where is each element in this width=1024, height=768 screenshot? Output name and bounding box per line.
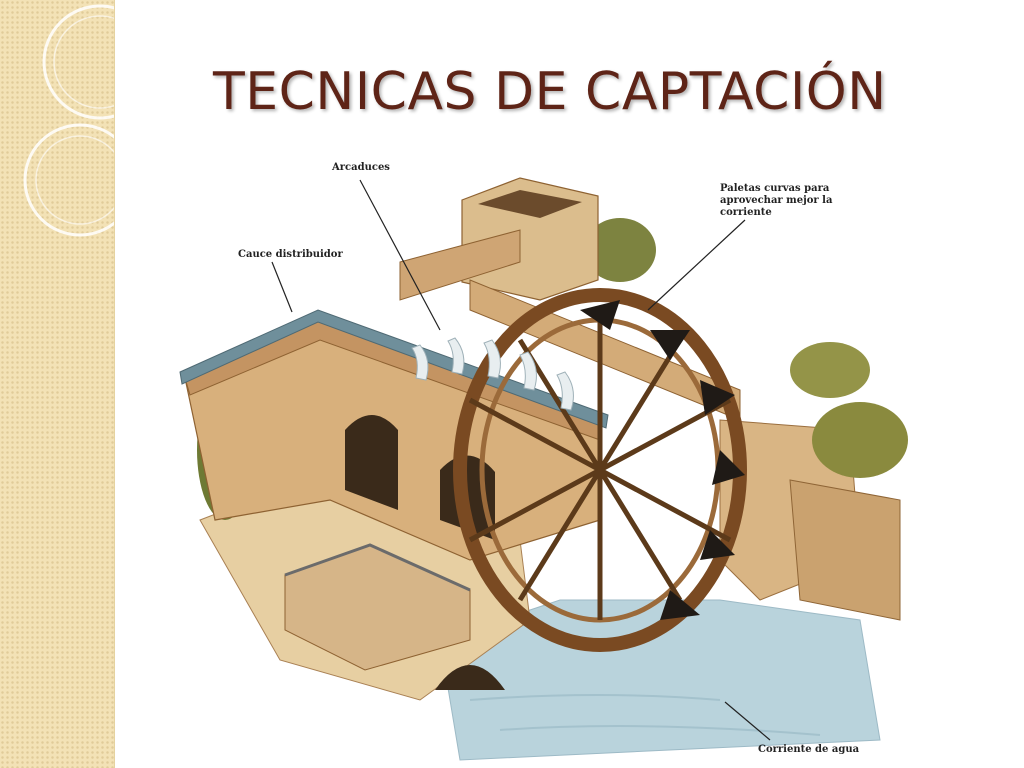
- leader-corriente: [724, 701, 771, 741]
- water-wheel: [411, 288, 747, 652]
- label-paletas-line-1: Paletas curvas para: [720, 183, 830, 194]
- label-paletas-line-2: aprovechar mejor la: [720, 195, 833, 206]
- leader-cauce: [271, 261, 293, 313]
- bush-right: [812, 402, 908, 478]
- leader-paletas: [647, 219, 746, 311]
- label-paletas-curvas: Paletas curvas para aprovechar mejor la …: [720, 183, 832, 219]
- slide-title: TECNICAS DE CAPTACIÓN: [213, 62, 887, 122]
- leader-arcaduces: [359, 179, 441, 331]
- label-cauce-distribuidor: Cauce distribuidor: [238, 249, 343, 260]
- decorative-sidebar: [0, 0, 115, 768]
- label-corriente-de-agua: Corriente de agua: [758, 744, 860, 755]
- distributor-channel: [179, 309, 609, 429]
- arch-1: [345, 415, 398, 510]
- label-arcaduces: Arcaduces: [332, 162, 390, 173]
- label-paletas-line-3: corriente: [720, 207, 772, 218]
- sidebar-rings-ornament: [23, 4, 114, 237]
